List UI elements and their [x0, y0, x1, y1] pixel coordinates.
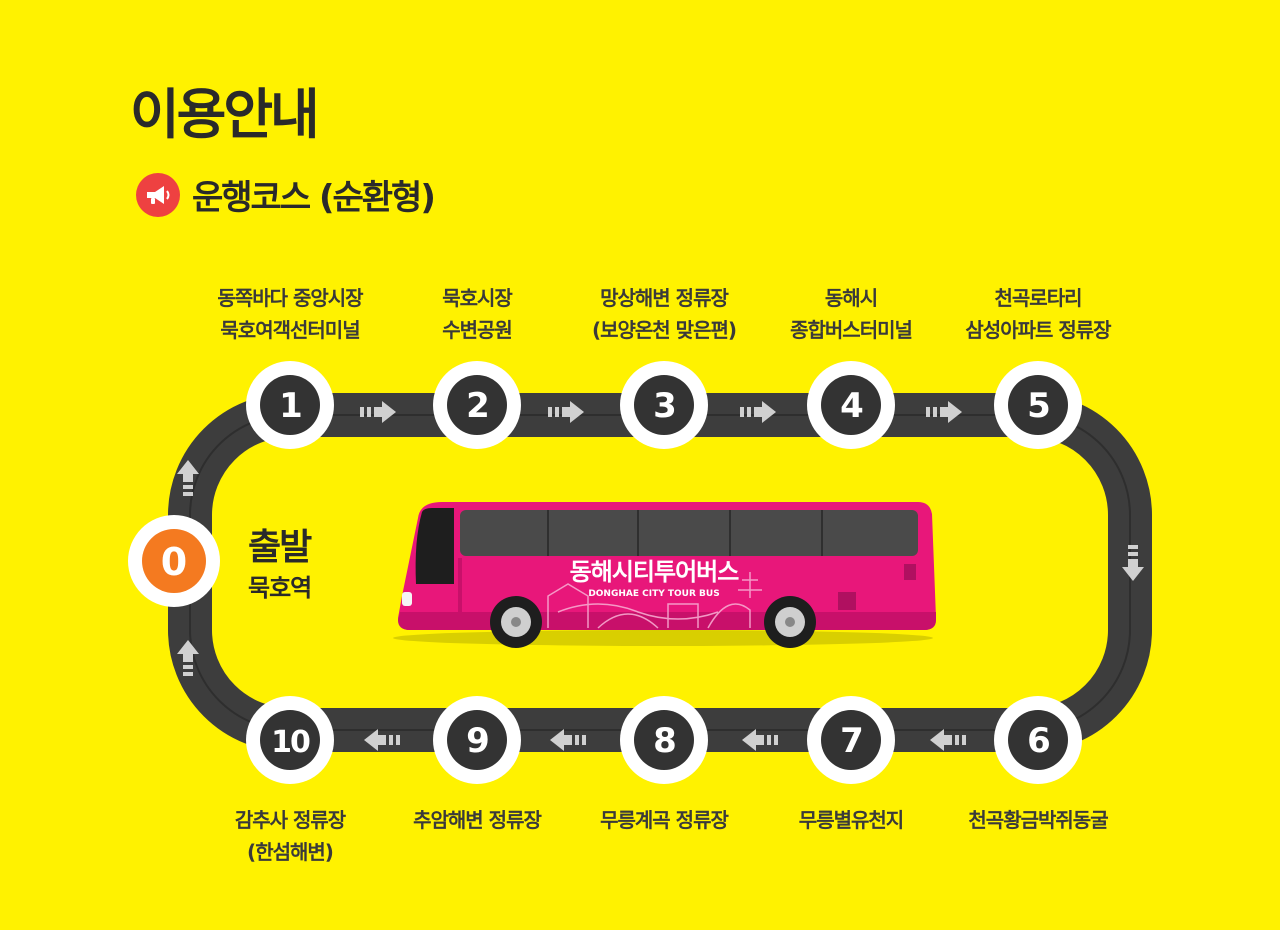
arrow-icon	[1122, 545, 1144, 581]
stop-9-marker: 9	[433, 696, 521, 784]
arrow-icon	[177, 460, 199, 496]
stop-number: 5	[1027, 386, 1049, 426]
stop-label-line: 수변공원	[442, 318, 513, 342]
stop-number: 3	[653, 386, 675, 426]
stop-label-line: 동해시	[824, 286, 878, 310]
arrow-icon	[926, 401, 962, 423]
stop-2-marker: 2	[433, 361, 521, 449]
stop-number: 10	[271, 725, 310, 760]
arrow-icon	[740, 401, 776, 423]
arrow-icon	[742, 729, 778, 751]
stop-3-label: 망상해변 정류장 (보양온천 맞은편)	[554, 282, 774, 346]
stop-8-marker: 8	[620, 696, 708, 784]
arrow-icon	[930, 729, 966, 751]
bus-name: 동해시티투어버스	[570, 558, 740, 586]
bus-name-en: DONGHAE CITY TOUR BUS	[588, 589, 719, 599]
stop-number: 6	[1027, 721, 1049, 761]
stop-1-marker: 1	[246, 361, 334, 449]
stop-9-label: 추암해변 정류장	[367, 804, 587, 836]
stop-label-line: 천곡로타리	[994, 286, 1083, 310]
stop-10-marker: 10	[246, 696, 334, 784]
stop-label-line: (보양온천 맞은편)	[591, 318, 737, 342]
section-header: 운행코스 (순환형)	[136, 170, 436, 219]
arrow-icon	[548, 401, 584, 423]
stop-label-line: 감추사 정류장	[234, 808, 346, 832]
stop-number: 9	[466, 721, 488, 761]
arrow-icon	[550, 729, 586, 751]
stop-label-line: 동쪽바다 중앙시장	[217, 286, 363, 310]
arrow-icon	[360, 401, 396, 423]
stop-number: 2	[466, 386, 488, 426]
stop-number: 7	[840, 721, 862, 761]
stop-label-line: 무릉계곡 정류장	[600, 808, 729, 832]
stop-label-line: 망상해변 정류장	[600, 286, 729, 310]
stop-4-marker: 4	[807, 361, 895, 449]
page-title: 이용안내	[130, 83, 320, 146]
stop-label-line: 천곡황금박쥐동굴	[968, 808, 1108, 832]
stop-6-marker: 6	[994, 696, 1082, 784]
direction-arrows	[177, 401, 1144, 751]
stop-label-line: 묵호시장	[442, 286, 513, 310]
stop-label-line: 종합버스터미널	[790, 318, 913, 342]
stop-number: 4	[840, 386, 863, 426]
stop-7-label: 무릉별유천지	[741, 804, 961, 836]
stop-label-line: 추암해변 정류장	[413, 808, 542, 832]
stop-number: 1	[279, 386, 301, 426]
stop-6-label: 천곡황금박쥐동굴	[928, 804, 1148, 836]
start-subtitle: 묵호역	[248, 574, 312, 602]
stop-label-line: 무릉별유천지	[798, 808, 904, 832]
stop-7-marker: 7	[807, 696, 895, 784]
bus-illustration: 동해시티투어버스 DONGHAE CITY TOUR BUS	[393, 502, 936, 648]
megaphone-icon	[136, 172, 180, 217]
stop-label-line: (한섬해변)	[247, 840, 334, 864]
stop-label-line: 묵호여객선터미널	[220, 318, 360, 342]
stop-number: 8	[653, 721, 675, 761]
start-number: 0	[161, 540, 187, 584]
stop-10-label: 감추사 정류장 (한섬해변)	[180, 804, 400, 868]
section-title: 운행코스 (순환형)	[192, 178, 436, 218]
stop-8-label: 무릉계곡 정류장	[554, 804, 774, 836]
start-title: 출발	[248, 527, 312, 568]
arrow-icon	[177, 640, 199, 676]
start-marker: 0	[128, 515, 220, 607]
arrow-icon	[364, 729, 400, 751]
stop-label-line: 삼성아파트 정류장	[965, 318, 1111, 342]
stop-3-marker: 3	[620, 361, 708, 449]
stop-5-marker: 5	[994, 361, 1082, 449]
